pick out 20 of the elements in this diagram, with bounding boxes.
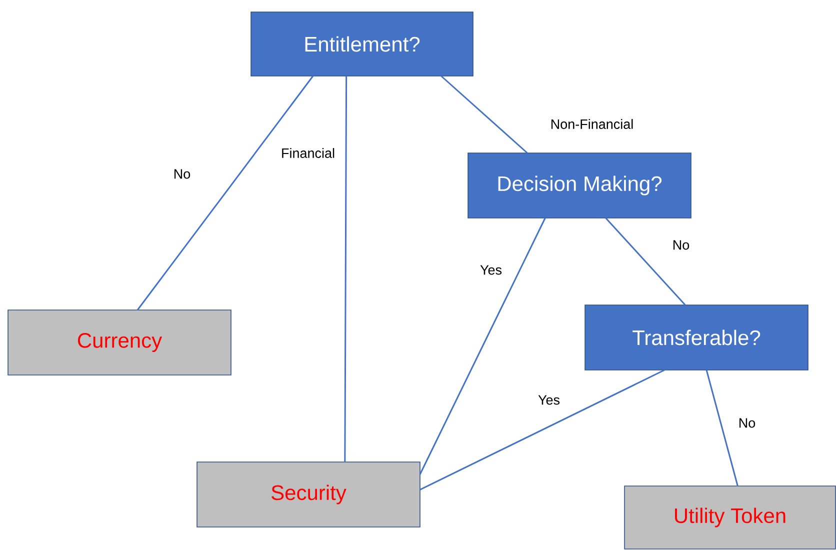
- decision-box: Transferable?: [584, 304, 808, 370]
- outcome-box: Utility Token: [624, 486, 836, 550]
- edge-label: Non-Financial: [549, 118, 635, 130]
- decision-box: Entitlement?: [250, 12, 474, 76]
- connector-line: [605, 218, 686, 306]
- edge-label: Yes: [537, 394, 562, 406]
- outcome-box: Currency: [8, 310, 232, 376]
- connector-line: [706, 370, 738, 486]
- connector-line: [136, 76, 314, 310]
- edge-label: No: [172, 168, 192, 180]
- edge-label: Yes: [479, 264, 504, 276]
- edge-label: Financial: [280, 147, 336, 159]
- outcome-box: Security: [196, 462, 420, 528]
- decision-box: Decision Making?: [468, 152, 692, 218]
- edge-label: No: [671, 239, 691, 251]
- connector-line: [419, 218, 546, 475]
- connector-line: [440, 75, 528, 154]
- connector-line: [420, 369, 665, 490]
- connector-line: [344, 76, 348, 462]
- edge-label: No: [737, 417, 757, 429]
